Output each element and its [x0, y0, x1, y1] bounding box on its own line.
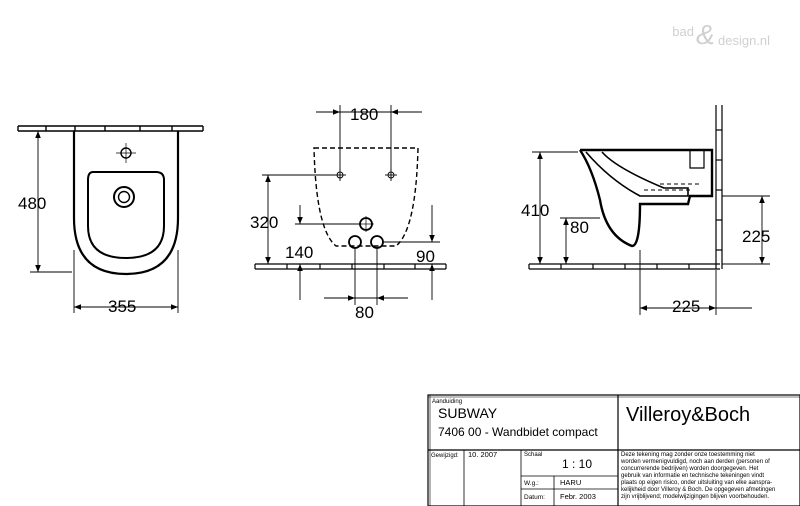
- dim-back-top: 180: [350, 105, 378, 124]
- watermark-left: bad: [672, 24, 694, 39]
- dim-back-inner: 140: [285, 243, 313, 262]
- side-wall: [715, 105, 723, 269]
- dim-side-height: 410: [521, 201, 549, 220]
- back-bidet-outline: [313, 147, 419, 247]
- back-connection-holes: [348, 216, 384, 249]
- datum-value: Febr. 2003: [560, 492, 596, 501]
- disclaimer-line: worden vermenigvuldigd, noch aan derden …: [620, 459, 770, 465]
- front-wall-plate: [17, 125, 204, 132]
- front-view: [17, 125, 204, 313]
- watermark-right: design.nl: [718, 33, 770, 48]
- disclaimer-line: gebruik van informatie en technische tek…: [621, 473, 764, 479]
- dim-front-width: 355: [108, 297, 136, 316]
- wg-label: W.g.:: [524, 480, 539, 487]
- schaal-label: Schaal: [524, 452, 542, 458]
- side-bowl: [585, 151, 689, 197]
- gewijzigd-value: 10. 2007: [468, 450, 497, 459]
- disclaimer-line: concurrerende bedrijven) worden doorgege…: [621, 466, 759, 472]
- back-view: [254, 105, 447, 305]
- disclaimer-line: Deze tekening mag zonder onze toestemmin…: [621, 452, 755, 458]
- dim-side-right: 225: [742, 227, 770, 246]
- gewijzigd-label: Gewijzigd:: [431, 453, 459, 459]
- dim-back-right: 90: [416, 247, 435, 266]
- front-bidet-outline: [72, 131, 180, 276]
- brand-name: Villeroy&Boch: [626, 404, 750, 426]
- back-wall-plate: [254, 263, 447, 270]
- datum-label: Datum:: [524, 494, 545, 501]
- wg-value: HARU: [560, 478, 581, 487]
- product-name: SUBWAY: [438, 405, 498, 421]
- side-bidet-outline: [579, 148, 714, 248]
- side-floor-plate: [528, 263, 720, 270]
- front-bowl: [87, 171, 165, 260]
- dim-back-height: 320: [250, 213, 278, 232]
- side-view: [528, 105, 770, 315]
- watermark-logo: bad & design.nl: [672, 19, 770, 50]
- watermark-amp: &: [696, 19, 715, 50]
- title-block: [427, 394, 800, 506]
- disclaimer-line: plaats op eigen risico, onder uitsluitin…: [621, 480, 772, 486]
- disclaimer-line: zijn vrijblijvend; modelwijzigingen blij…: [621, 494, 769, 500]
- dim-side-bottom: 225: [672, 297, 700, 316]
- dim-front-height: 480: [18, 194, 46, 213]
- disclaimer-line: kelijkheid door Villeroy & Boch. De opge…: [621, 487, 775, 493]
- product-code: 7406 00 - Wandbidet compact: [438, 425, 598, 439]
- front-drain: [113, 186, 135, 208]
- dim-side-inner: 80: [570, 218, 589, 237]
- schaal-value: 1 : 10: [562, 457, 592, 471]
- disclaimer: Deze tekening mag zonder onze toestemmin…: [620, 452, 775, 500]
- back-fixing-points: [334, 169, 397, 181]
- aanduiding-label: Aanduiding: [432, 399, 462, 405]
- dim-back-bottom: 80: [355, 303, 374, 322]
